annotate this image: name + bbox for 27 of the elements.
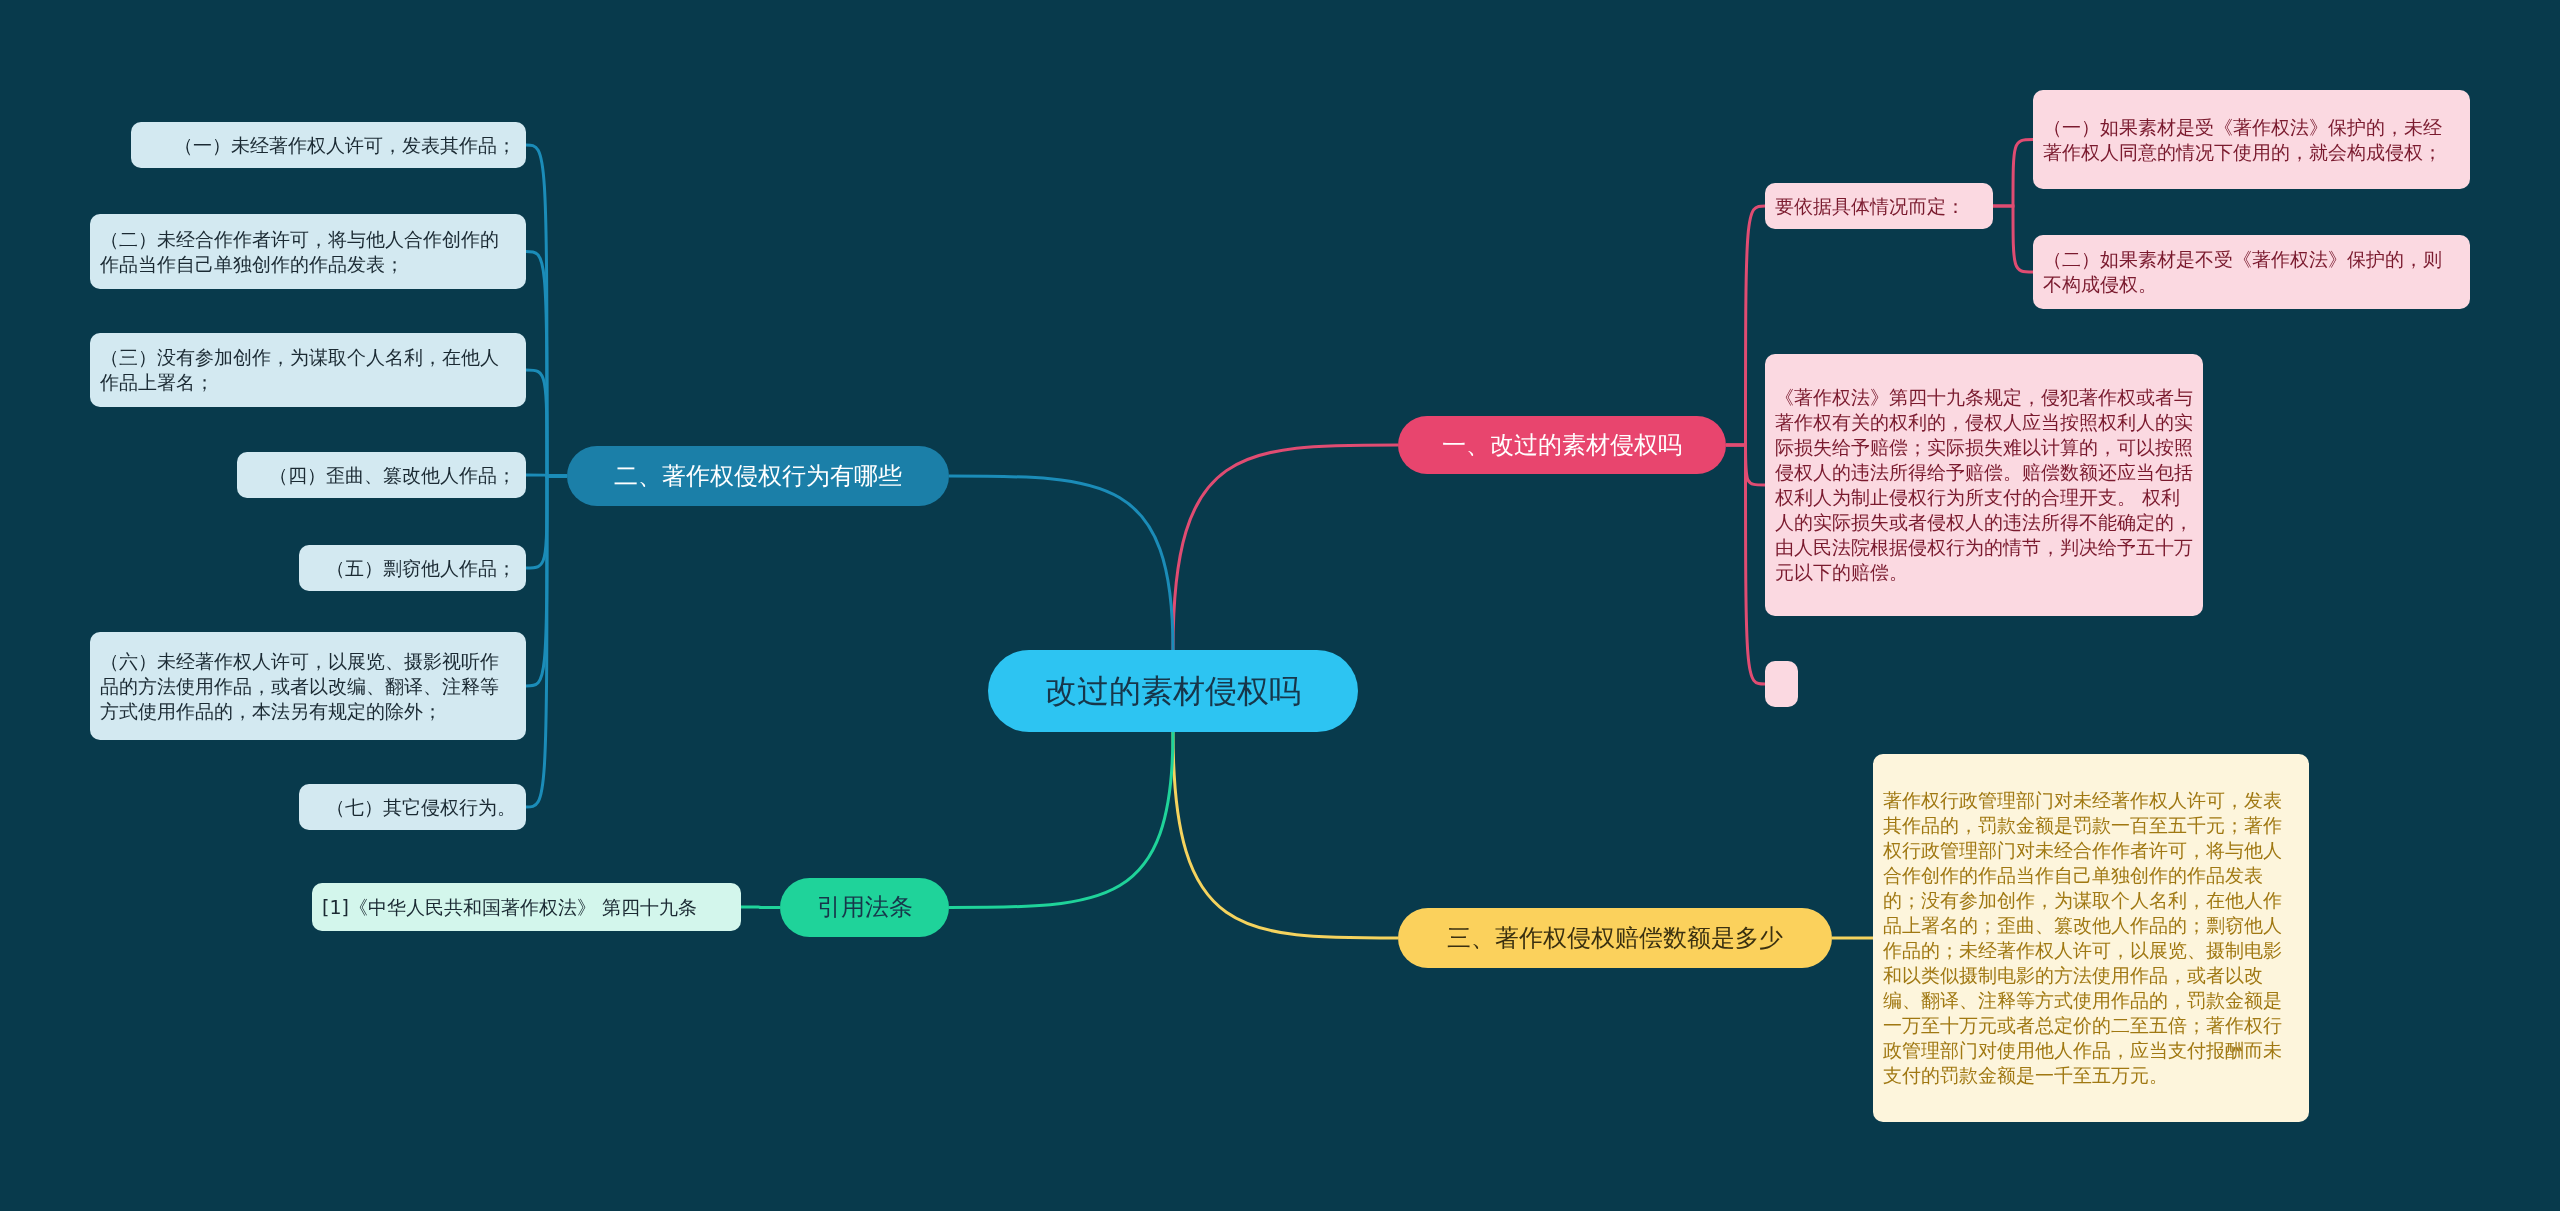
subtopic-box: 要依据具体情况而定： — [1765, 183, 1993, 229]
central-topic: 改过的素材侵权吗 — [988, 650, 1358, 732]
subtopic-box: （四）歪曲、篡改他人作品； — [237, 452, 526, 498]
connector-line — [741, 905, 780, 909]
connector-line — [1171, 731, 1398, 940]
subtopic-box: 《著作权法》第四十九条规定，侵犯著作权或者与著作权有关的权利的，侵权人应当按照权利人的实际损失给予赔偿；实际损失难以计算的，可以按照侵权人的违法所得给予赔偿。赔偿数额还应当包括权利人为制止侵权行为所支付的合理开支。 权利人的实际损失或者侵权人的违法所得不能确定的，由人民法院根据侵权行为的情节，判决给予五十万元以下的赔偿。 — [1765, 354, 2203, 616]
topic-pill: 三、著作权侵权赔偿数额是多少 — [1398, 908, 1832, 968]
subtopic-box: （三）没有参加创作，为谋取个人名利，在他人作品上署名； — [90, 333, 526, 407]
topic-pill: 二、著作权侵权行为有哪些 — [567, 446, 949, 506]
empty-box — [1765, 661, 1798, 707]
subtopic-box: （二）如果素材是不受《著作权法》保护的，则不构成侵权。 — [2033, 235, 2470, 309]
connector-line — [1171, 443, 1398, 651]
topic-pill: 引用法条 — [780, 878, 949, 937]
subtopic-box: （五）剽窃他人作品； — [299, 545, 526, 591]
subtopic-box: （六）未经著作权人许可，以展览、摄影视听作品的方法使用作品，或者以改编、翻译、注释等方式使用作品的，本法另有规定的除外； — [90, 632, 526, 740]
connector-line — [1832, 936, 1873, 940]
connector-line — [1726, 443, 1766, 686]
connector-line — [525, 474, 567, 809]
subtopic-box: （一）如果素材是受《著作权法》保护的，未经著作权人同意的情况下使用的，就会构成侵权； — [2033, 90, 2470, 189]
subtopic-box: [1]《中华人民共和国著作权法》 第四十九条 — [312, 883, 741, 931]
connector-line — [949, 474, 1175, 651]
subtopic-box: 著作权行政管理部门对未经著作权人许可，发表其作品的，罚款金额是罚款一百至五千元；著作权行政管理部门对未经合作作者许可，将与他人合作创作的作品当作自己单独创作的作品发表的；没有参加创作，为谋取个人名利，在他人作品上署名的；歪曲、篡改他人作品的；剽窃他人作品的；未经著作权人许可，以展览、摄制电影和以类似摄制电影的方法使用作品，或者以改编、翻译、注释等方式使用作品的，罚款金额是一万至十万元或者总定价的二至五倍；著作权行政管理部门对使用他人作品，应当支付报酬而未支付的罚款金额是一千至五万元。 — [1873, 754, 2309, 1122]
connector-line — [949, 731, 1175, 909]
subtopic-box: （一）未经著作权人许可，发表其作品； — [131, 122, 526, 168]
subtopic-box: （七）其它侵权行为。 — [299, 784, 526, 830]
topic-pill: 一、改过的素材侵权吗 — [1398, 416, 1726, 474]
subtopic-box: （二）未经合作作者许可，将与他人合作创作的作品当作自己单独创作的作品发表； — [90, 214, 526, 289]
